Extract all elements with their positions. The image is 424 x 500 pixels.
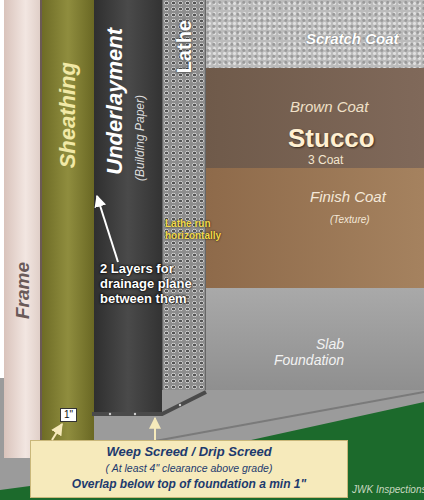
coat-name: Scratch Coat bbox=[306, 30, 399, 47]
callout-title: Weep Screed / Drip Screed bbox=[31, 445, 347, 460]
scratch-coat-band: Scratch Coat bbox=[206, 0, 424, 68]
stucco-subtitle: 3 Coat bbox=[308, 154, 343, 168]
sheathing-layer: Sheathing bbox=[42, 0, 94, 470]
screed-hole bbox=[134, 413, 136, 415]
dimension-label: 1" bbox=[60, 408, 77, 422]
slab-foundation: Slab Foundation bbox=[206, 288, 424, 390]
coat-name: Brown Coat bbox=[290, 98, 368, 115]
lathe-layer: LatheLathe run horizontally bbox=[162, 0, 206, 390]
finish-coat-band: Finish Coat (Texture) bbox=[206, 168, 424, 288]
weep-screed-callout: Weep Screed / Drip Screed ( At least 4" c… bbox=[30, 440, 348, 498]
underlayment-layer: Underlayment (Building Paper) bbox=[94, 0, 162, 412]
screed-hole bbox=[109, 413, 111, 415]
coat-subtitle: (Texture) bbox=[330, 214, 370, 226]
watermark: JWK Inspections 2017 bbox=[352, 484, 424, 496]
layer-name: Frame bbox=[12, 262, 34, 319]
leader-arrow bbox=[154, 418, 156, 440]
brown-coat-band: Brown CoatStucco3 Coat bbox=[206, 68, 424, 168]
layer-note: Lathe run horizontally bbox=[165, 218, 225, 241]
foundation-name: Slab Foundation bbox=[254, 336, 344, 368]
layer-name: Lathe bbox=[173, 20, 196, 73]
frame-layer: Frame bbox=[4, 0, 42, 458]
drainage-note: 2 Layers for drainage plane between them bbox=[100, 262, 212, 307]
callout-note: ( At least 4" clearance above grade) bbox=[31, 462, 347, 474]
layer-subtitle: (Building Paper) bbox=[134, 95, 148, 181]
stucco-title: Stucco bbox=[288, 124, 375, 154]
coat-name: Finish Coat bbox=[310, 188, 386, 205]
callout-note: Overlap below top of foundation a min 1" bbox=[31, 478, 347, 492]
screed-hole bbox=[179, 404, 181, 406]
layer-name: Sheathing bbox=[55, 62, 80, 168]
layer-name: Underlayment bbox=[102, 28, 127, 175]
